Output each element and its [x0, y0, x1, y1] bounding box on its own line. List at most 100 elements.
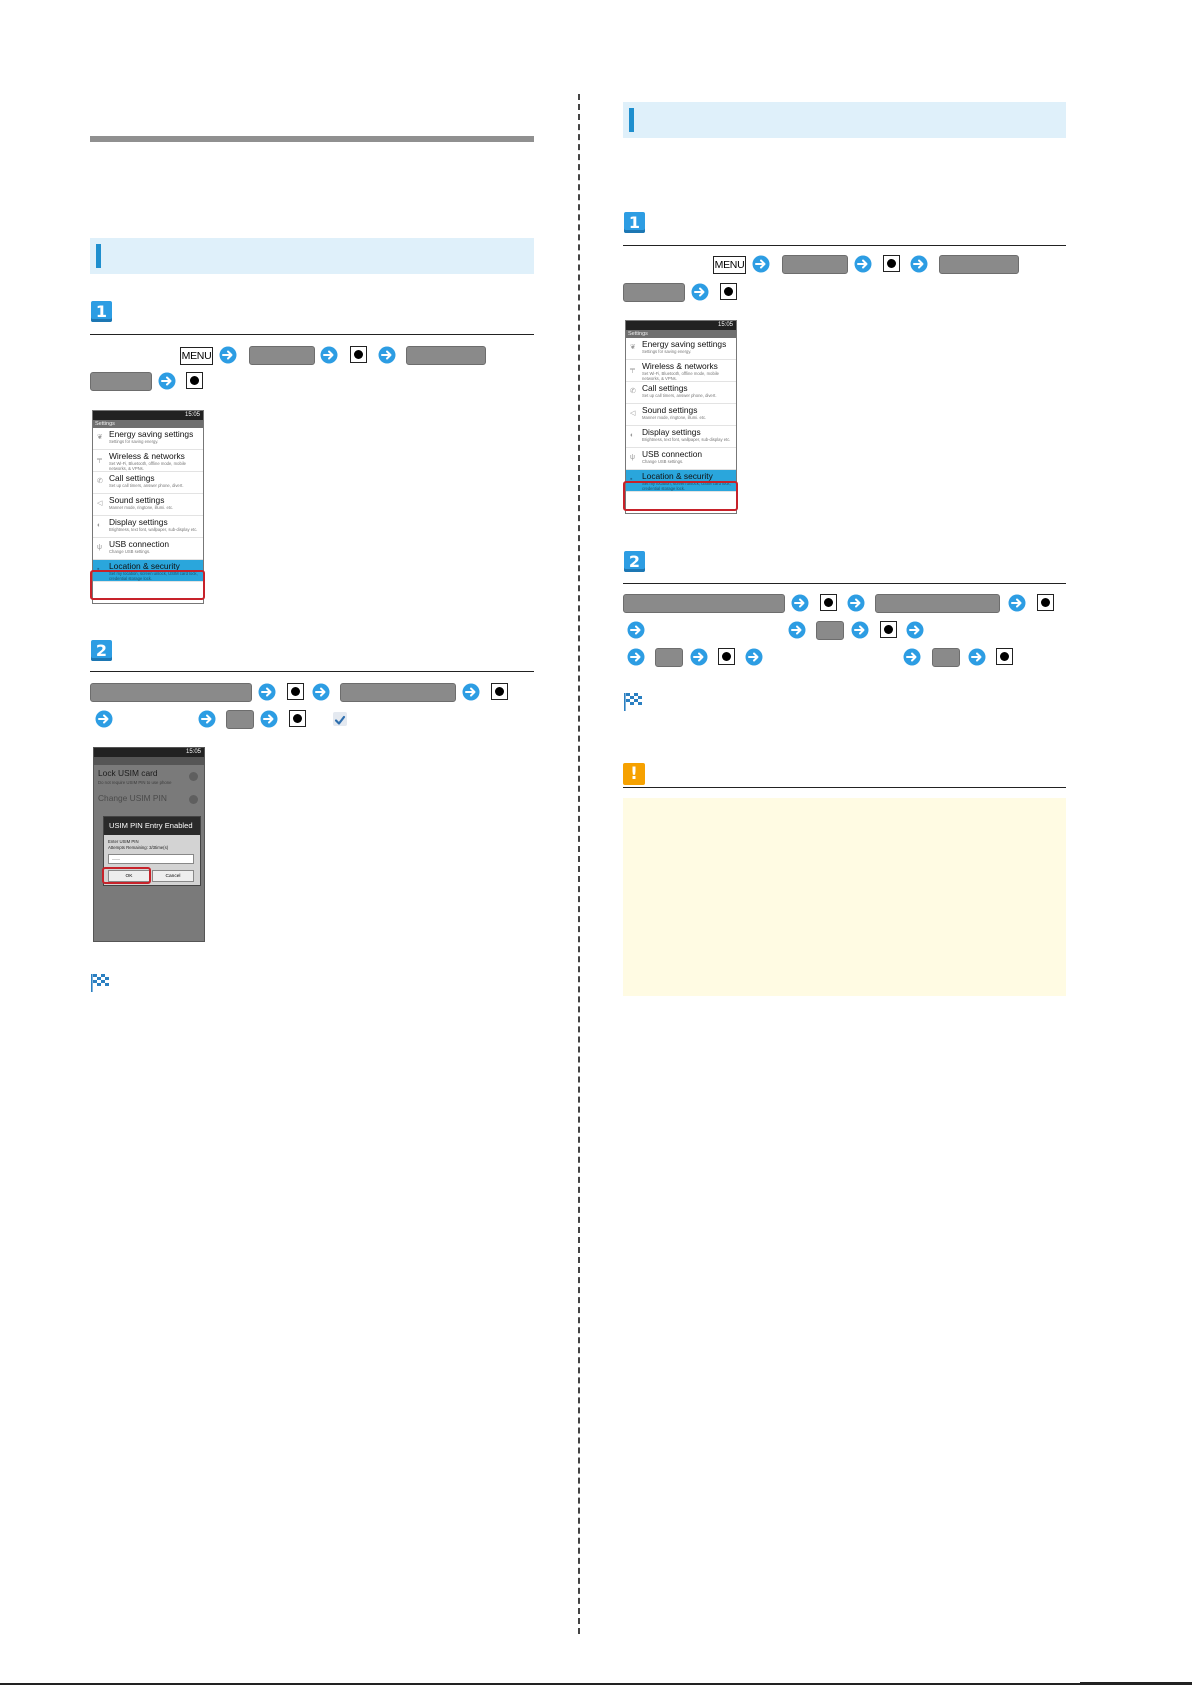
step-1-badge: 1 — [91, 301, 112, 322]
highlight-frame — [102, 867, 151, 884]
settings-title: Settings — [93, 420, 203, 428]
step-2-rule — [90, 671, 534, 672]
arrow-right-icon — [158, 372, 176, 390]
ok-button-ref[interactable] — [226, 710, 254, 729]
location-security-button-cont[interactable] — [623, 283, 685, 302]
select-key-icon[interactable] — [880, 621, 897, 638]
leaf-icon: ❦ — [97, 434, 103, 441]
select-key-icon[interactable] — [718, 648, 735, 665]
step-2-badge: 2 — [91, 640, 112, 661]
caution-note-box — [623, 798, 1066, 996]
select-key-icon[interactable] — [287, 683, 304, 700]
status-time: 15:05 — [717, 322, 733, 328]
step-1-rule — [90, 334, 534, 335]
arrow-right-icon — [910, 255, 928, 273]
display-icon: ◐ — [97, 522, 102, 529]
arrow-right-icon — [378, 346, 396, 364]
lock-usim-card-button[interactable] — [340, 683, 456, 702]
select-key-icon[interactable] — [350, 346, 367, 363]
band-marker — [96, 244, 101, 268]
arrow-right-icon — [854, 255, 872, 273]
arrow-right-icon — [690, 648, 708, 666]
arrow-right-icon — [968, 648, 986, 666]
ok-button-ref[interactable] — [816, 621, 844, 640]
arrow-right-icon — [260, 710, 278, 728]
arrow-right-icon — [462, 683, 480, 701]
dialog-attempts: Attempts Remaining: 3/3time(s) — [108, 845, 169, 850]
dialog-title: USIM PIN Entry Enabled — [104, 817, 200, 835]
phone-icon: ✆ — [97, 478, 103, 485]
warning-icon: ! — [623, 763, 645, 785]
arrow-right-icon — [219, 346, 237, 364]
select-key-icon[interactable] — [720, 283, 737, 300]
select-key-icon[interactable] — [883, 255, 900, 272]
footer-rule-accent — [1080, 1682, 1192, 1685]
location-security-button[interactable] — [406, 346, 486, 365]
arrow-right-icon — [791, 594, 809, 612]
arrow-right-icon — [752, 255, 770, 273]
status-time: 15:05 — [185, 749, 201, 755]
change-pin-label: Change USIM PIN — [98, 793, 167, 803]
select-key-icon[interactable] — [491, 683, 508, 700]
pin-input[interactable]: ···· — [108, 854, 194, 864]
ok-button-ref[interactable] — [655, 648, 683, 667]
menu-key[interactable]: MENU — [713, 256, 746, 274]
select-key-icon[interactable] — [186, 372, 203, 389]
select-key-icon[interactable] — [289, 710, 306, 727]
antenna-icon: ╤ — [97, 456, 102, 463]
pin-dialog: USIM PIN Entry Enabled Enter USIM PIN At… — [103, 816, 201, 886]
location-security-button[interactable] — [939, 255, 1019, 274]
checkbox-icon — [189, 795, 198, 804]
warning-rule — [623, 787, 1066, 788]
setup-usim-lock-button[interactable] — [623, 594, 785, 613]
section-band — [90, 238, 534, 274]
select-key-icon[interactable] — [996, 648, 1013, 665]
section-band — [623, 102, 1066, 138]
speaker-icon: ◁ — [97, 500, 103, 507]
step-2-rule — [623, 583, 1066, 584]
arrow-right-icon — [691, 283, 709, 301]
step-2-badge: 2 — [624, 551, 645, 572]
arrow-right-icon — [1008, 594, 1026, 612]
arrow-right-icon — [847, 594, 865, 612]
footer-rule — [0, 1683, 1192, 1685]
change-usim-pin-button[interactable] — [875, 594, 1000, 613]
status-bar: 15:05 — [626, 321, 736, 330]
ok-button-ref[interactable] — [932, 648, 960, 667]
lock-usim-sub: Do not require USIM PIN to use phone — [98, 780, 172, 785]
arrow-right-icon — [745, 648, 763, 666]
settings-button[interactable] — [249, 346, 315, 365]
setup-usim-lock-button[interactable] — [90, 683, 252, 702]
arrow-right-icon — [906, 621, 924, 639]
arrow-right-icon — [198, 710, 216, 728]
menu-key[interactable]: MENU — [180, 347, 213, 365]
cancel-button[interactable]: Cancel — [152, 870, 194, 882]
title-bar — [94, 757, 204, 765]
antenna-icon: ╤ — [630, 366, 635, 373]
finish-flag-icon — [90, 972, 111, 993]
speaker-icon: ◁ — [630, 410, 636, 417]
location-security-button-cont[interactable] — [90, 372, 152, 391]
select-key-icon[interactable] — [1037, 594, 1054, 611]
band-marker — [629, 108, 634, 132]
settings-title: Settings — [626, 330, 736, 338]
finish-flag-icon — [623, 691, 644, 712]
status-bar: 15:05 — [94, 748, 204, 757]
arrow-right-icon — [258, 683, 276, 701]
status-bar: 15:05 — [93, 411, 203, 420]
settings-button[interactable] — [782, 255, 848, 274]
select-key-icon[interactable] — [820, 594, 837, 611]
dialog-label: Enter USIM PIN — [108, 839, 139, 844]
